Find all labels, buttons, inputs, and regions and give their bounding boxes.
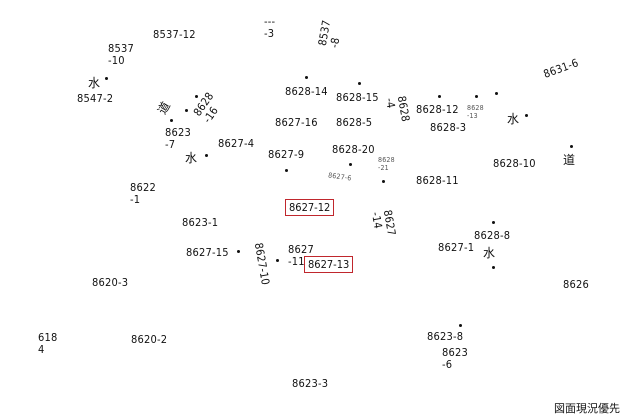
parcel-label: 8627-6 [327,171,352,183]
parcel-label: 8627-10 [251,241,272,287]
parcel-label: 8631-6 [541,56,581,81]
parcel-label: 8627-15 [186,246,229,259]
highlighted-parcel-8627-12[interactable]: 8627-12 [285,199,335,216]
parcel-label: 8623-1 [182,216,219,229]
parcel-label: 8620-2 [131,333,168,346]
parcel-label: 8628 -21 [378,156,395,172]
parcel-point [237,250,240,253]
parcel-label: 8537 -10 [108,42,134,67]
water-symbol: 水 [88,76,101,90]
parcel-point [382,180,385,183]
parcel-label: 8627 -14 [368,208,399,237]
parcel-label: 8627-16 [275,116,318,129]
parcel-label: 8628-8 [474,229,511,242]
water-symbol: 水 [185,151,198,165]
parcel-point [105,77,108,80]
parcel-point [492,266,495,269]
parcel-point [185,109,188,112]
parcel-label: 8627-1 [438,241,475,254]
parcel-label: 8626 [563,278,589,291]
parcel-label: 8627-9 [268,148,305,161]
map-caption: 図面現況優先 [554,402,620,415]
parcel-point [358,82,361,85]
parcel-label: 8623-3 [292,377,329,390]
parcel-point [438,95,441,98]
parcel-label: 8628-20 [332,143,375,156]
road-symbol: 道 [154,99,174,117]
parcel-point [170,119,173,122]
parcel-point [459,324,462,327]
parcel-point [285,169,288,172]
parcel-label: 8628-11 [416,174,459,187]
road-symbol: 道 [563,153,576,167]
parcel-label: 8628-15 [336,91,379,104]
parcel-label: 8628 -4 [382,94,413,123]
parcel-point [475,95,478,98]
parcel-point [570,145,573,148]
parcel-label: 8627-4 [218,137,255,150]
parcel-point [276,259,279,262]
parcel-label: --- -3 [264,15,276,40]
parcel-point [195,95,198,98]
parcel-label: 8623 -6 [442,346,468,371]
parcel-label: 8628-14 [285,85,328,98]
parcel-label: 8623-8 [427,330,464,343]
water-symbol: 水 [483,246,496,260]
parcel-label: 8537-12 [153,28,196,41]
parcel-label: 8628-10 [493,157,536,170]
parcel-label: 8623 -7 [165,126,191,151]
parcel-label: 8547-2 [77,92,114,105]
parcel-point [525,114,528,117]
parcel-label: 8628-5 [336,116,373,129]
parcel-point [495,92,498,95]
parcel-point [492,221,495,224]
parcel-label: 8622 -1 [130,181,156,206]
parcel-point [305,76,308,79]
parcel-label: 8537 -8 [315,18,343,49]
parcel-label: 8627 -11 [288,243,314,268]
parcel-label: 618 4 [38,331,58,356]
parcel-label: 8628 -13 [467,104,484,120]
parcel-label: 8628-3 [430,121,467,134]
parcel-point [349,163,352,166]
parcel-point [205,154,208,157]
parcel-label: 8628-12 [416,103,459,116]
parcel-label: 8620-3 [92,276,129,289]
highlighted-parcel-8627-13[interactable]: 8627-13 [304,256,354,273]
water-symbol: 水 [507,112,520,126]
